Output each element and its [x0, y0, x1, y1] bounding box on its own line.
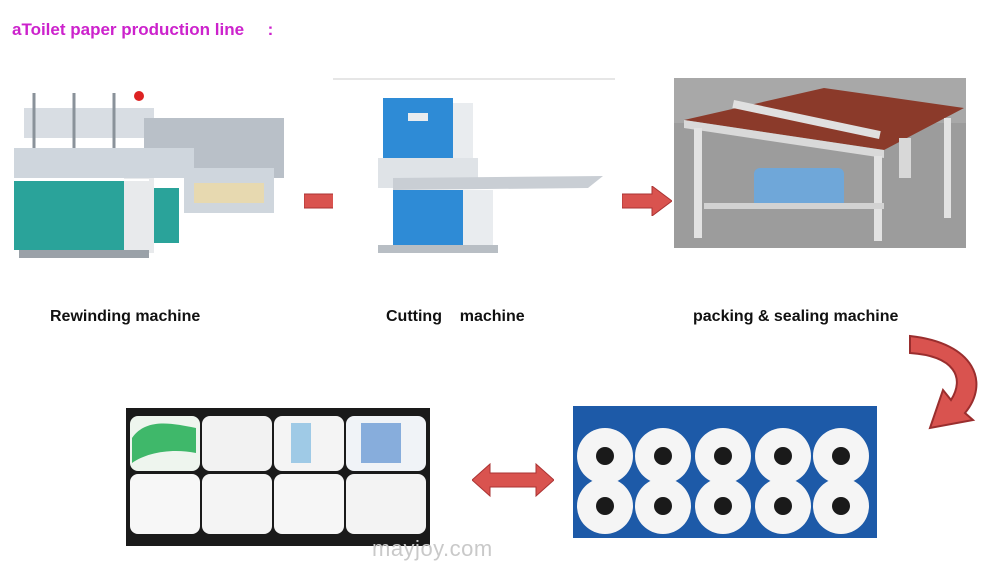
step-label-cutting: Cutting machine [386, 308, 525, 325]
step-label-rewinding: Rewinding machine [50, 308, 201, 325]
packing-sealing-machine-image [674, 78, 966, 248]
packaged-rolls-image [126, 408, 430, 546]
step-label-packing: packing & sealing machine [693, 308, 899, 325]
double-arrow-icon [472, 462, 554, 498]
diagram-title: aToilet paper production line : [12, 20, 274, 39]
arrow-right-icon [622, 186, 672, 216]
watermark: mayjoy.com [372, 536, 493, 561]
curved-arrow-icon [909, 334, 978, 430]
toilet-rolls-image [573, 406, 877, 538]
cutting-machine-image [333, 78, 615, 263]
rewinding-machine-image [4, 88, 294, 268]
